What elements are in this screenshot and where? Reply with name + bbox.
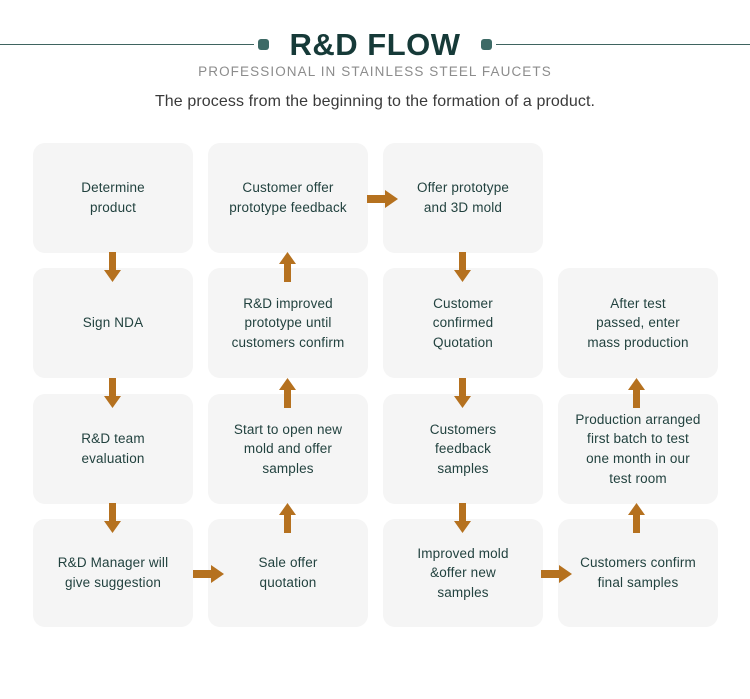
flow-node-label: Customers confirm final samples xyxy=(580,555,696,590)
page-lead-text: The process from the beginning to the fo… xyxy=(154,93,596,110)
flow-node-label: Production arranged first batch to test … xyxy=(575,411,701,486)
flow-node-label: R&D team evaluation xyxy=(81,431,145,466)
flow-node-label: Improved mold &offer new samples xyxy=(417,545,509,600)
flow-arrow-manager-to-sale xyxy=(193,565,224,583)
header: R&D FLOW PROFESSIONAL IN STAINLESS STEEL… xyxy=(0,0,750,130)
title-row: R&D FLOW xyxy=(0,24,750,64)
bullet-dot-left-icon xyxy=(258,38,270,50)
flow-node-sign-nda: Sign NDA xyxy=(33,268,193,378)
page-title: R&D FLOW xyxy=(289,26,461,62)
flow-node-sale-offer-quotation: Sale offer quotation xyxy=(208,519,368,627)
flow-node-label: Customer offer prototype feedback xyxy=(229,180,347,215)
flow-arrow-custfinal-to-production xyxy=(628,503,645,533)
flow-node-customer-offer-feedback: Customer offer prototype feedback xyxy=(208,143,368,253)
flow-arrow-sale-to-startmold xyxy=(279,503,296,533)
flow-node-label: Determine product xyxy=(81,180,145,215)
flow-arrow-improvedmold-to-custfinal xyxy=(541,565,572,583)
flow-node-customer-confirmed-quote: Customer confirmed Quotation xyxy=(383,268,543,378)
flow-node-label: After test passed, enter mass production xyxy=(587,295,689,350)
flow-arrow-evaluation-to-manager xyxy=(104,503,121,533)
flow-node-label: Customers feedback samples xyxy=(429,421,497,476)
flow-node-label: Start to open new mold and offer samples xyxy=(233,421,343,476)
flow-node-label: R&D improved prototype until customers c… xyxy=(231,295,345,350)
flow-node-offer-prototype-3d-mold: Offer prototype and 3D mold xyxy=(383,143,543,253)
flow-node-improved-mold-samples: Improved mold &offer new samples xyxy=(383,519,543,627)
flow-node-rd-improved-prototype: R&D improved prototype until customers c… xyxy=(208,268,368,378)
bullet-dot-right-icon xyxy=(480,38,492,50)
title-rule-right xyxy=(495,43,750,45)
flow-node-rd-manager-suggestion: R&D Manager will give suggestion xyxy=(33,519,193,627)
flow-node-customers-feedback: Customers feedback samples xyxy=(383,394,543,504)
flow-arrow-startmold-to-rdimproved xyxy=(279,378,296,408)
flow-node-label: Sign NDA xyxy=(82,315,144,331)
flow-arrow-nda-to-evaluation xyxy=(104,378,121,408)
flow-node-customers-confirm-final: Customers confirm final samples xyxy=(558,519,718,627)
flow-node-label: R&D Manager will give suggestion xyxy=(57,555,169,590)
title-rule-left xyxy=(0,43,255,45)
flow-node-rd-team-evaluation: R&D team evaluation xyxy=(33,394,193,504)
flow-arrow-custconfirmed-to-feedback xyxy=(454,378,471,408)
flow-node-start-open-new-mold: Start to open new mold and offer samples xyxy=(208,394,368,504)
flow-node-determine-product: Determine product xyxy=(33,143,193,253)
page-subtitle: PROFESSIONAL IN STAINLESS STEEL FAUCETS xyxy=(198,64,552,79)
flow-arrow-feedback-to-improvedmold xyxy=(454,503,471,533)
flow-node-after-test-passed: After test passed, enter mass production xyxy=(558,268,718,378)
flow-arrow-offerproto-to-custconfirmed xyxy=(454,252,471,282)
flow-arrow-production-to-aftertest xyxy=(628,378,645,408)
flow-arrow-determine-to-nda xyxy=(104,252,121,282)
flow-arrow-rdimproved-to-customeroffer xyxy=(279,252,296,282)
flow-node-production-arranged: Production arranged first batch to test … xyxy=(558,394,718,504)
flow-node-label: Sale offer quotation xyxy=(258,555,318,590)
flow-node-label: Customer confirmed Quotation xyxy=(432,295,494,350)
flow-arrow-customeroffer-to-offerproto xyxy=(367,190,398,208)
flow-node-label: Offer prototype and 3D mold xyxy=(416,180,510,215)
